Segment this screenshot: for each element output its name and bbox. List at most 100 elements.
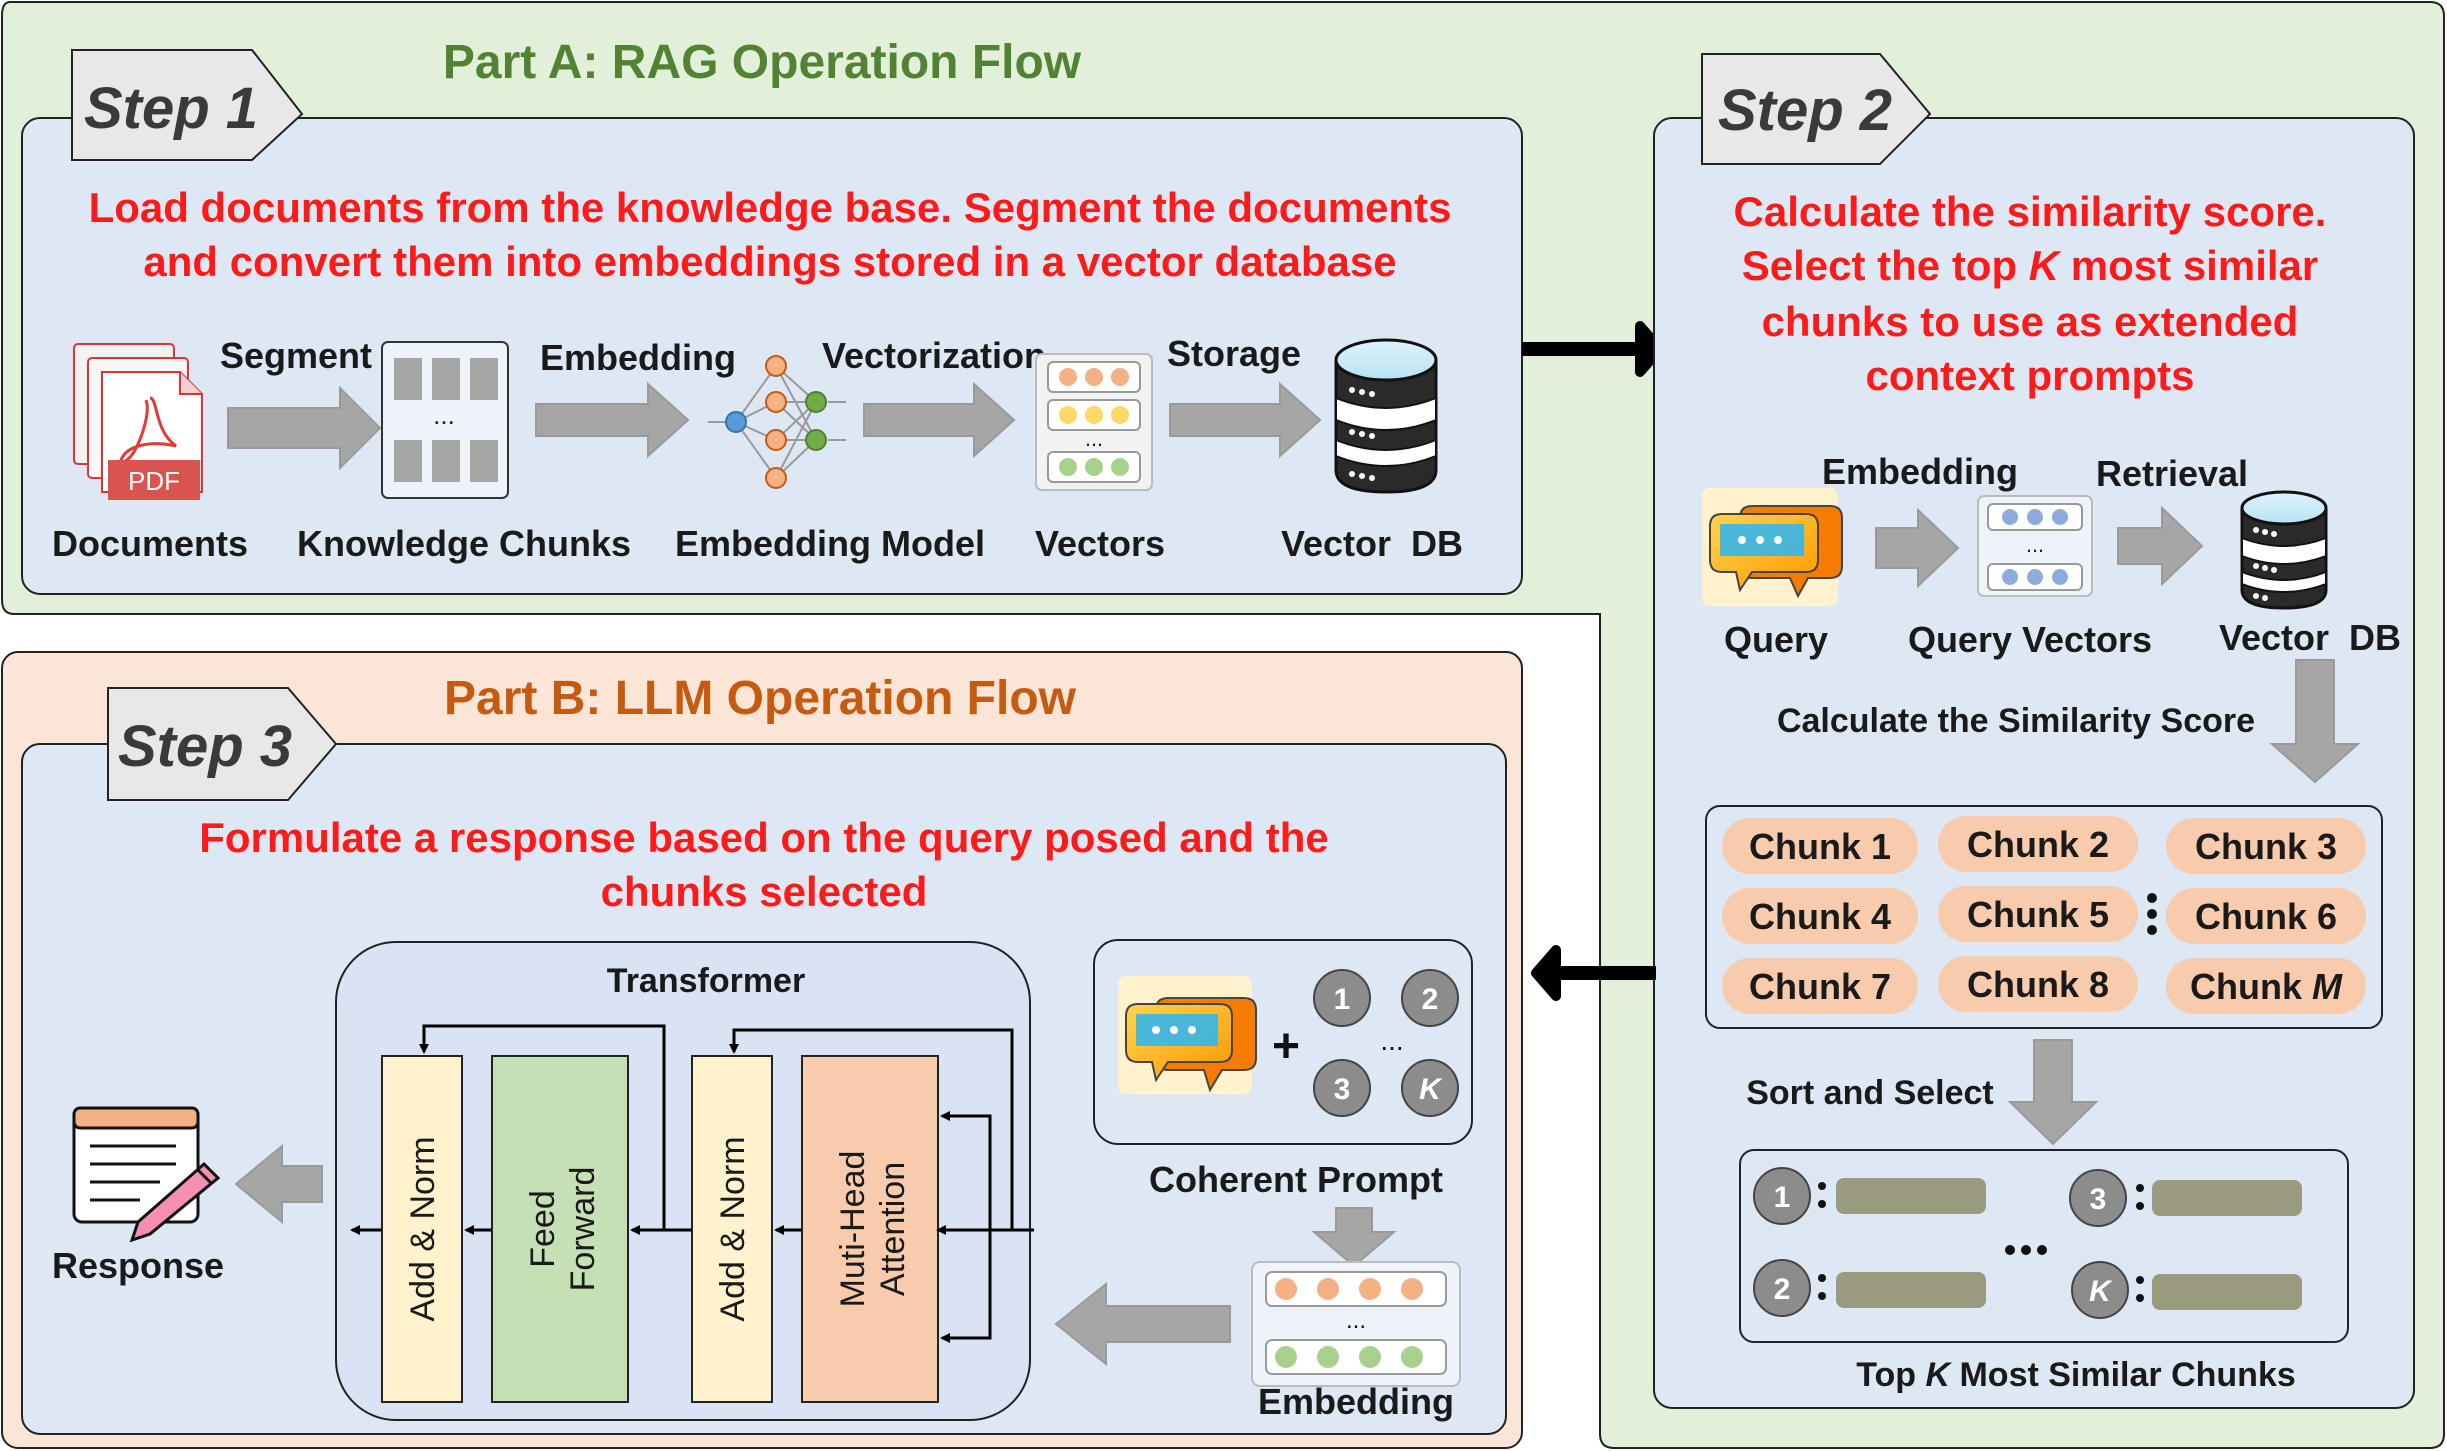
step2-description-line1: Calculate the similarity score. [1734,188,2327,235]
prompt-badge-k-label: K [1419,1073,1443,1106]
step1-label: Step 1 [84,76,258,141]
step2-description-line4: context prompts [1865,352,2194,399]
chunk-4-label: Chunk 4 [1749,896,1891,937]
query-vectors-icon: ... [1977,495,2093,597]
vectorization-label: Vectorization [822,335,1046,376]
chunk-m-label: Chunk M [2190,966,2343,1007]
top-k-ellipsis-dots [2005,1245,2047,1255]
step1-to-step2-arrow [1522,321,1665,377]
add-norm-2 [691,1055,773,1403]
embedding-to-transformer-arrow [1054,1281,1231,1367]
chunk-6-label: Chunk 6 [2195,896,2337,937]
chunk-7-label: Chunk 7 [1749,966,1891,1007]
chunk-grid: Chunk 1 Chunk 2 Chunk 3 Chunk 4 Chunk 5 … [1722,816,2366,1014]
prompt-embedding-icon: ... [1251,1261,1461,1387]
add-norm-1 [381,1055,463,1403]
part-b-title: Part B: LLM Operation Flow [444,672,1077,725]
chunk-4 [1722,888,1918,944]
prompt-plus-sign: + [1272,1020,1300,1073]
top-k-items: 1 3 2 K [1753,1167,2302,1319]
vectors-icon: ... [1035,353,1153,491]
step2-panel [1653,117,2415,1409]
prompt-badge-3-label: 3 [1334,1073,1351,1106]
chunk-6 [2166,888,2366,944]
similarity-label: Calculate the Similarity Score [1777,702,2255,740]
chunk-2 [1938,816,2138,872]
coherent-prompt-label: Coherent Prompt [1149,1159,1443,1200]
embedding-arrow [535,381,690,459]
chunk-3 [2166,818,2366,874]
top-k-badge-k [2071,1261,2129,1319]
embedding-model-icon [708,355,846,489]
top-k-label: Top K Most Similar Chunks [1856,1356,2296,1394]
embedding-model-label: Embedding Model [675,523,985,564]
retrieval-arrow [2117,505,2204,587]
vector-db-icon [1334,338,1438,494]
prompt-badge-3 [1313,1059,1371,1117]
response-to-arrow [234,1143,323,1225]
embedding-label: Embedding [540,337,736,378]
query-vectors-ellipsis: ... [2026,532,2044,557]
prompt-badges: 1 2 3 K ... [1313,969,1459,1117]
chunk-7 [1722,958,1918,1014]
add-norm-2-label: Add & Norm [714,1136,752,1321]
top-k-chunk-bar-2 [1836,1272,1986,1308]
prompt-embedding-ellipsis: ... [1346,1307,1366,1334]
chunk-5-label: Chunk 5 [1967,894,2109,935]
chunk-grid-vertical-dots [2147,893,2157,935]
top-k-badge-2 [1753,1259,1811,1317]
transformer-wiring [350,1024,1034,1343]
vector-db-label: Vector DB [1281,523,1463,564]
prompt-chat-icon [1118,976,1257,1094]
transformer-label: Transformer [607,962,805,1000]
vectorization-arrow [863,381,1016,459]
query-embedding-arrow [1875,507,1960,589]
chunk-8-label: Chunk 8 [1967,964,2109,1005]
multi-head-attention [801,1055,939,1403]
top-k-badge-1-label: 1 [1774,1181,1791,1214]
prompt-badge-k [1401,1059,1459,1117]
feed-forward-label: FeedForward [524,1167,602,1292]
step3-label: Step 3 [118,714,292,779]
knowledge-chunks-label: Knowledge Chunks [297,523,631,564]
query-label: Query [1724,619,1828,660]
step2-tab: Step 2 [1701,53,1932,165]
documents-label: Documents [52,523,248,564]
step2-label: Step 2 [1718,78,1892,143]
storage-label: Storage [1167,333,1301,374]
chunks-ellipsis: ... [433,400,455,430]
similarity-down-arrow [2269,659,2361,784]
top-k-badge-1 [1753,1167,1811,1225]
prompt-down-arrow [1311,1207,1397,1268]
step1-description-line1: Load documents from the knowledge base. … [89,184,1452,231]
chunk-8 [1938,956,2138,1012]
query-vectors-label: Query Vectors [1908,619,2152,660]
prompt-badge-2 [1401,969,1459,1027]
step2-vector-db-icon [2240,490,2328,610]
response-label: Response [52,1245,224,1286]
chunk-5 [1938,886,2138,942]
step2-embedding-label: Embedding [1822,451,2018,492]
sort-select-down-arrow [2007,1039,2099,1146]
add-norm-1-label: Add & Norm [404,1136,442,1321]
feed-forward [491,1055,629,1403]
prompt-embedding-label: Embedding [1258,1381,1454,1422]
top-k-badge-2-label: 2 [1774,1273,1791,1306]
step1-tab: Step 1 [71,49,304,161]
top-k-chunk-bar-3 [2152,1180,2302,1216]
step2-retrieval-label: Retrieval [2096,453,2248,494]
chunk-1 [1722,818,1918,874]
step3-description-line2: chunks selected [601,868,928,915]
top-k-badge-3 [2069,1169,2127,1227]
prompt-badge-2-label: 2 [1422,983,1439,1016]
top-k-badge-3-label: 3 [2090,1183,2107,1216]
query-chat-icon [1702,488,1843,606]
prompt-badge-1-label: 1 [1334,983,1351,1016]
sort-select-label: Sort and Select [1746,1074,1994,1112]
step2-description-line3: chunks to use as extended [1762,298,2299,345]
chunk-3-label: Chunk 3 [2195,826,2337,867]
top-k-badge-k-label: K [2089,1275,2113,1308]
response-document-icon [72,1106,221,1243]
step2-vector-db-label: Vector DB [2219,617,2401,658]
